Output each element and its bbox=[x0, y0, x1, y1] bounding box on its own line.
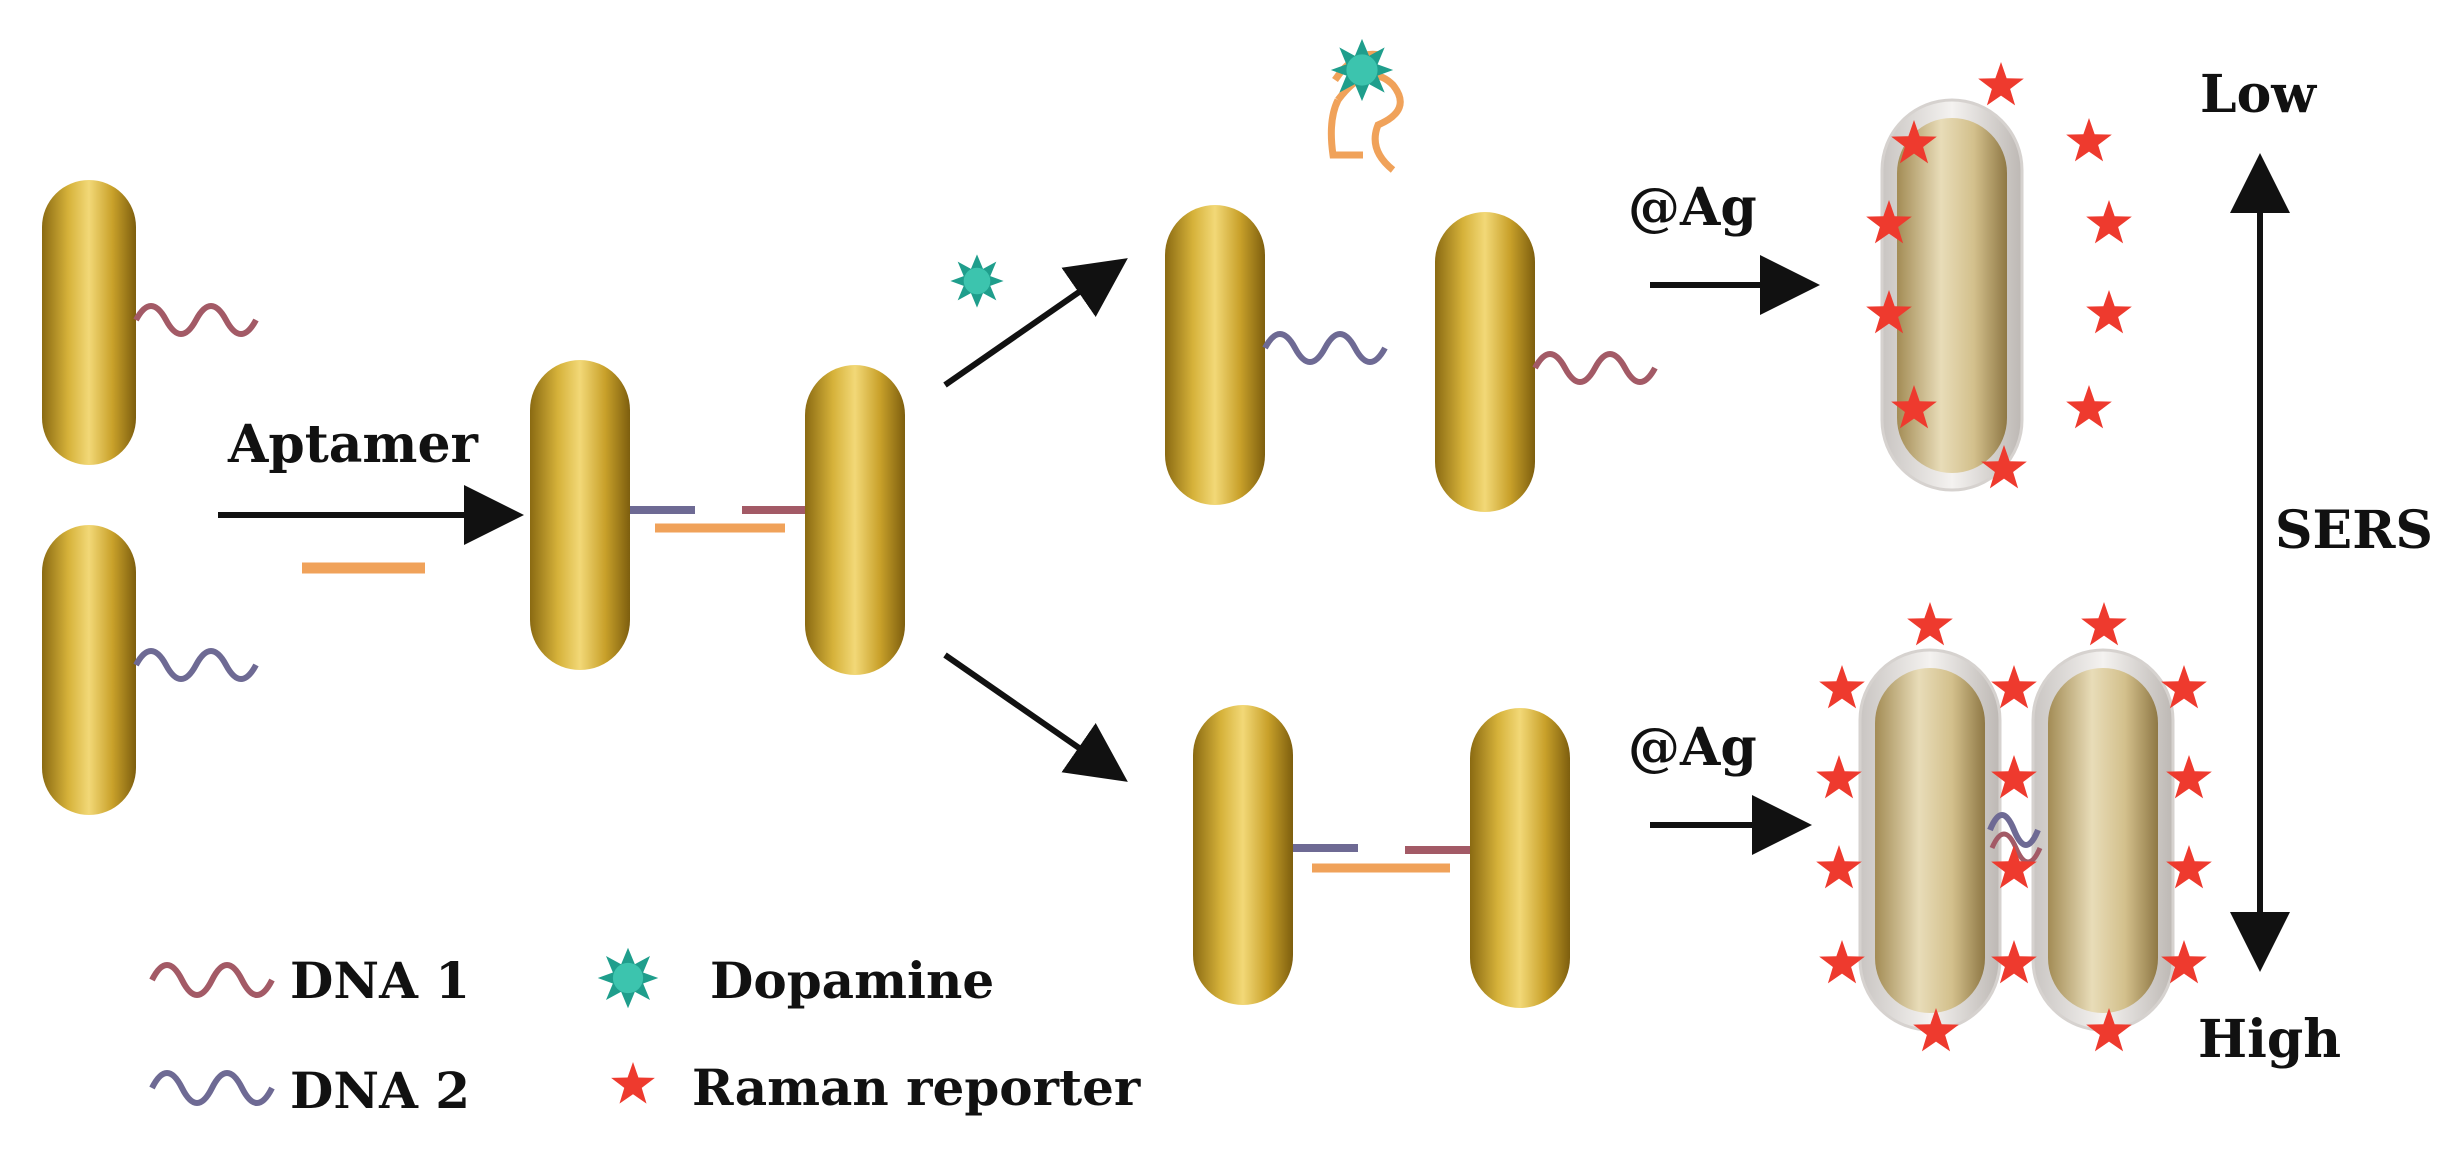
aptamer-step: Aptamer bbox=[218, 414, 524, 574]
rod-with-dna1 bbox=[42, 180, 259, 465]
silver-coated-dimer bbox=[1816, 602, 2212, 1052]
dna2-swatch bbox=[149, 1070, 275, 1106]
legend-dna2-label: DNA 2 bbox=[290, 1061, 470, 1120]
legend-item-dna2: DNA 2 bbox=[149, 1061, 470, 1120]
legend-raman-label: Raman reporter bbox=[692, 1058, 1141, 1117]
sers-label: SERS bbox=[2275, 500, 2433, 561]
intact-dimer bbox=[1193, 705, 1570, 1008]
sers-high-label: High bbox=[2198, 1009, 2341, 1070]
raman-star-swatch bbox=[611, 1062, 655, 1104]
legend-dopamine-label: Dopamine bbox=[710, 951, 994, 1010]
aptamer-label: Aptamer bbox=[227, 414, 479, 475]
dna1-swatch bbox=[149, 962, 275, 998]
ag-label-bottom: @Ag bbox=[1628, 717, 1757, 778]
gold-nanorod bbox=[42, 180, 136, 465]
free-rod-dna2 bbox=[1165, 205, 1388, 505]
sers-low-label: Low bbox=[2200, 64, 2317, 125]
dopamine-swatch bbox=[597, 947, 659, 1009]
legend-dna1-label: DNA 1 bbox=[290, 951, 470, 1010]
gold-nanorod bbox=[42, 525, 136, 815]
ag-label-top: @Ag bbox=[1628, 177, 1757, 238]
dna1-strand bbox=[133, 303, 259, 337]
legend: DNA 1 DNA 2 Dopamine Raman reporter bbox=[149, 947, 1141, 1120]
upper-branch-arrow bbox=[943, 258, 1128, 388]
gold-core bbox=[1897, 118, 2007, 473]
sers-intensity-scale: Low SERS High bbox=[2198, 64, 2433, 1070]
gold-nanorod bbox=[530, 360, 630, 670]
aptamer-linked-dimer bbox=[530, 360, 905, 675]
gold-nanorod bbox=[1470, 708, 1570, 1008]
dna-junction bbox=[1987, 812, 2041, 848]
gold-nanorod bbox=[1165, 205, 1265, 505]
gold-core bbox=[2048, 668, 2158, 1013]
dna-junction bbox=[1989, 831, 2043, 865]
dopamine-icon bbox=[950, 254, 1004, 308]
legend-item-dopamine: Dopamine bbox=[597, 947, 994, 1010]
gold-nanorod bbox=[1435, 212, 1535, 512]
aptamer-dopamine-complex bbox=[1327, 38, 1404, 173]
legend-item-dna1: DNA 1 bbox=[149, 951, 470, 1010]
gold-nanorod bbox=[1193, 705, 1293, 1005]
dna2-strand bbox=[133, 648, 259, 682]
legend-item-raman: Raman reporter bbox=[611, 1058, 1141, 1117]
silver-coated-monomer bbox=[1866, 62, 2132, 492]
dna2-strand bbox=[1262, 331, 1388, 365]
rod-with-dna2 bbox=[42, 525, 259, 815]
gold-nanorod bbox=[805, 365, 905, 675]
dna1-strand bbox=[1532, 351, 1658, 385]
lower-branch-arrow bbox=[943, 652, 1128, 782]
gold-core bbox=[1875, 668, 1985, 1013]
free-rod-dna1 bbox=[1435, 212, 1658, 512]
